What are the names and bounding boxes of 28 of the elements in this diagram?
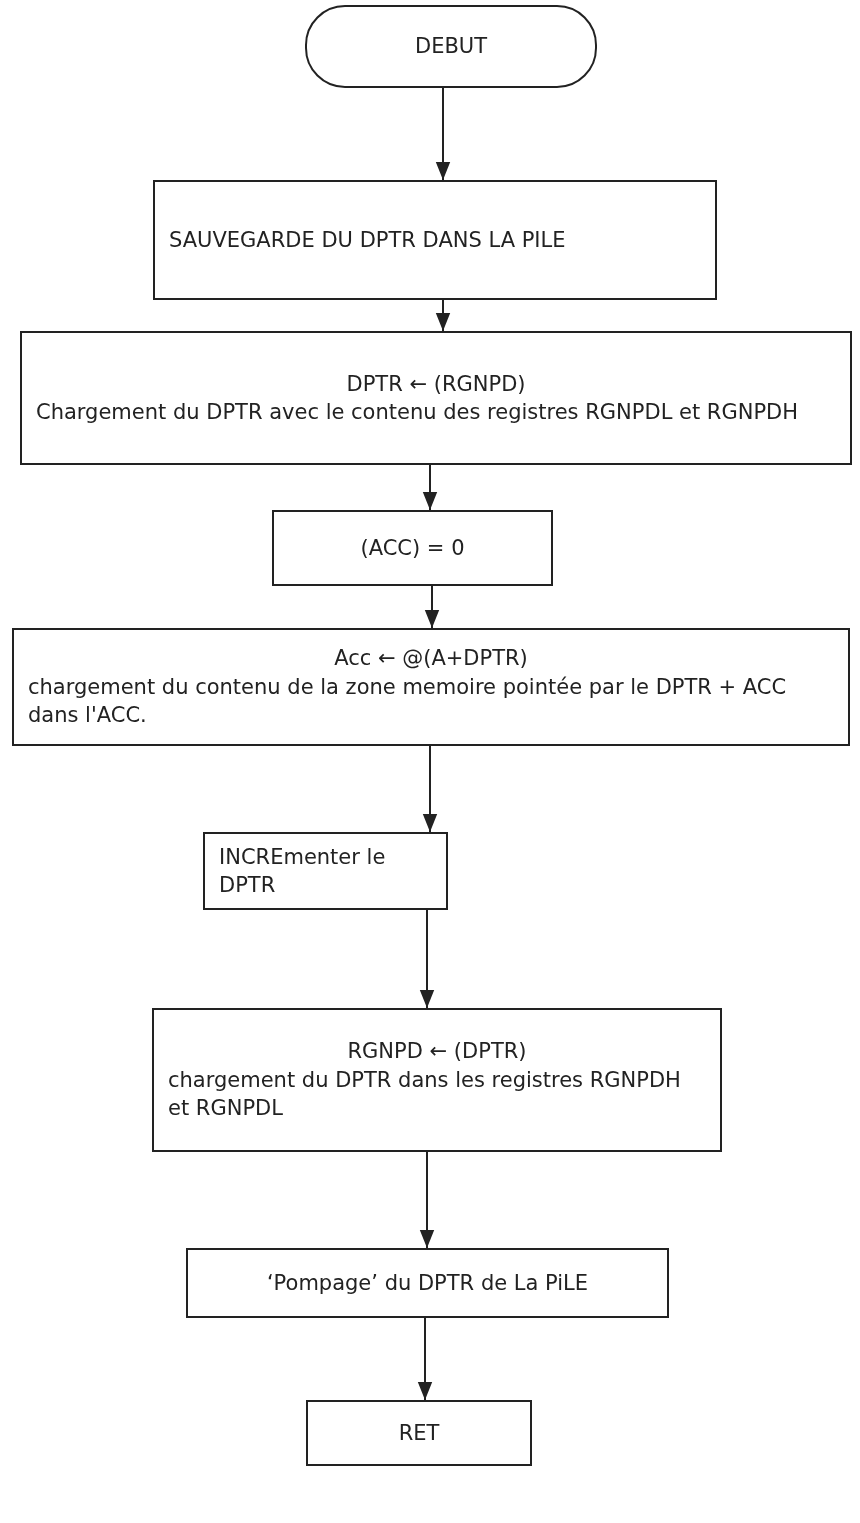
step-text: SAUVEGARDE DU DPTR DANS LA PILE: [169, 226, 567, 254]
arrow: [422, 745, 438, 833]
process-box: [152, 1008, 722, 1152]
process-box: [12, 628, 850, 746]
process-box: [153, 180, 717, 300]
assignment-text: DPTR ← (RGNPD): [345, 370, 527, 398]
process-box: [203, 832, 448, 910]
arrow: [419, 1151, 435, 1249]
arrow: [435, 87, 451, 181]
step-text: (ACC) = 0: [359, 534, 466, 562]
step-text: ‘Pompage’ du DPTR de La PiLE: [265, 1269, 590, 1297]
arrow: [424, 585, 440, 629]
step-text: Chargement du DPTR avec le contenu des registres RGNPDL et RGNPDH: [36, 399, 800, 426]
process-box: [272, 510, 553, 586]
process-box: [306, 1400, 532, 1466]
assignment-text: RGNPD ← (DPTR): [346, 1038, 528, 1066]
step-text: RET: [397, 1419, 441, 1447]
arrow: [419, 909, 435, 1009]
step-text: chargement du DPTR dans les registres RGNPDH et RGNPDL: [168, 1066, 682, 1123]
process-box: [20, 331, 852, 465]
step-text: DEBUT: [414, 33, 487, 61]
assignment-text: Acc ← @(A+DPTR): [333, 645, 529, 673]
step-text: INCREmenter le DPTR: [219, 843, 387, 899]
arrow: [417, 1317, 433, 1401]
step-text: chargement du contenu de la zone memoire pointée par le DPTR + ACC dans l'ACC.: [28, 673, 788, 730]
process-box: [186, 1248, 669, 1318]
arrow: [422, 464, 438, 511]
arrow: [435, 299, 451, 332]
